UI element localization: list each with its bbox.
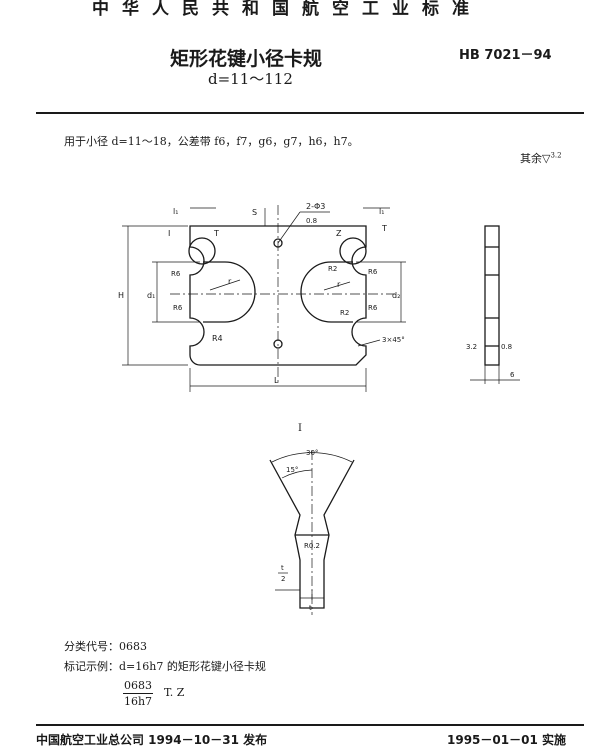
label-r6-d: R6 xyxy=(368,304,378,312)
gauge-jaw-left xyxy=(203,261,256,323)
label-side-finish-a: 3.2 xyxy=(466,343,477,351)
surface-note-text: 其余 xyxy=(520,152,542,165)
section-label: I xyxy=(298,423,302,434)
top-rule xyxy=(36,112,584,114)
label-l1-left: l₁ xyxy=(173,207,178,216)
detail-t-den: 2 xyxy=(281,575,285,583)
label-r4: R4 xyxy=(212,334,223,343)
label-s: S xyxy=(252,208,257,217)
document-title: 矩形花键小径卡规 xyxy=(170,48,323,70)
label-t-left: T xyxy=(213,229,219,238)
label-l1-right: l₁ xyxy=(379,207,384,216)
label-r6-b: R6 xyxy=(173,304,183,312)
label-r: r xyxy=(228,277,232,286)
standard-code: HB 7021－94 xyxy=(459,48,552,63)
label-holes: 2-Φ3 xyxy=(306,202,325,211)
label-holes-finish: 0.8 xyxy=(306,217,317,225)
relief-circle-right xyxy=(339,237,367,265)
detail-r02: R0.2 xyxy=(304,542,320,550)
label-chamfer: 3×45° xyxy=(382,336,405,344)
classification-code: 分类代号：0683 xyxy=(64,640,147,653)
label-t-right: T xyxy=(381,224,387,233)
label-r-right: r xyxy=(337,280,341,289)
label-thickness: 6 xyxy=(510,371,515,379)
gauge-outline xyxy=(189,225,367,366)
surface-roughness-value: 3.2 xyxy=(550,151,562,160)
usage-note: 用于小径 d=11～18，公差带 f6，f7，g6，g7，h6，h7。 xyxy=(64,135,359,148)
detail-angle-15: 15° xyxy=(286,466,298,474)
roughness-symbol-icon: ▽ xyxy=(542,152,551,165)
label-r6-a: R6 xyxy=(171,270,181,278)
label-h: H xyxy=(118,291,124,300)
label-detail-right: Z xyxy=(336,229,342,238)
detail-t: t xyxy=(309,604,312,612)
marking-example: 标记示例：d=16h7 的矩形花键小径卡规 xyxy=(64,660,266,673)
marking-fraction: 0683 16h7 xyxy=(123,678,153,709)
label-detail-left: I xyxy=(168,229,170,238)
label-r2-b: R2 xyxy=(340,309,349,317)
fraction-suffix: T. Z xyxy=(164,686,185,699)
fraction-numerator: 0683 xyxy=(123,679,153,694)
label-r2-a: R2 xyxy=(328,265,337,273)
relief-circle-left xyxy=(188,237,216,265)
surface-roughness-note: 其余▽3.2 xyxy=(520,150,562,166)
detail-angle-30: 30° xyxy=(306,449,318,457)
label-d2: d₂ xyxy=(392,291,400,300)
label-d1: d₁ xyxy=(147,291,155,300)
fraction-denominator: 16h7 xyxy=(123,695,153,708)
label-length: L xyxy=(274,376,279,385)
publish-date: 中国航空工业总公司 1994－10－31 发布 xyxy=(36,733,268,747)
detail-t-num: t xyxy=(281,564,284,572)
organization-header: 中华人民共和国航空工业标准 xyxy=(92,0,482,19)
document-subtitle: d=11～112 xyxy=(208,70,293,88)
label-r6-c: R6 xyxy=(368,268,378,276)
bottom-rule xyxy=(36,724,584,726)
side-view xyxy=(484,225,500,366)
label-side-finish-b: 0.8 xyxy=(501,343,512,351)
gauge-jaw-right xyxy=(300,261,353,323)
implement-date: 1995－01－01 实施 xyxy=(447,733,566,747)
